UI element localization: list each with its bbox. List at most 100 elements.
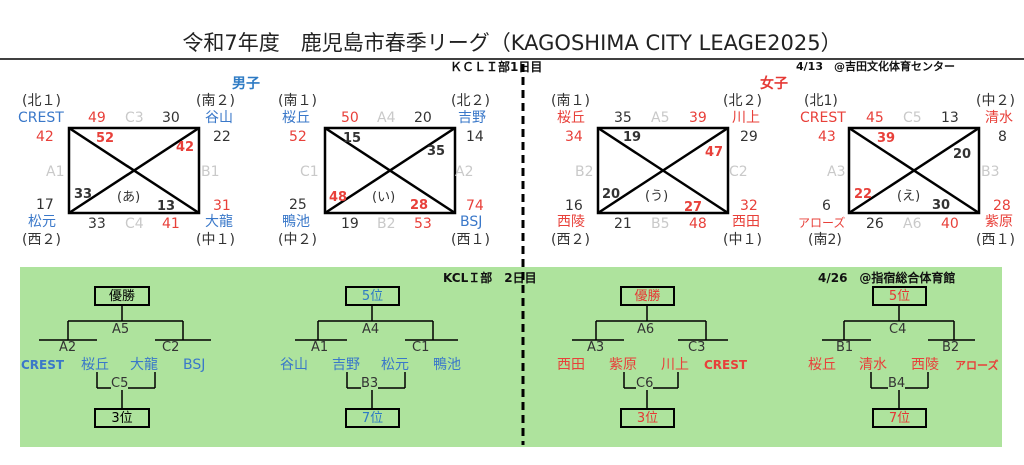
group-a-diag-score: 42 [176,140,195,155]
bracket-4-bottom-box: 7位 [872,408,927,428]
bracket-1-sf-left: A2 [59,340,77,355]
bracket-2-team: 吉野 [332,357,360,373]
group-e-team-bl: アローズ [798,216,846,230]
group-i-team-tl: 桜丘 [282,110,310,126]
group-e-score: 28 [993,198,1011,214]
bracket-1-team: 大龍 [130,357,158,373]
group-e-team-tl: CREST [800,110,846,126]
group-u-score: 48 [689,216,707,232]
group-u-tl-rank: (南１) [551,93,590,109]
group-u-match-right: C2 [729,164,748,180]
bracket-1-final-match: A5 [112,322,130,337]
group-a-match-bottom: C4 [125,216,144,232]
bracket-1-team: BSJ [183,357,206,373]
group-e-match-top: C5 [903,110,922,126]
group-a-team-tr: 谷山 [205,110,233,126]
day1-header: ＫＣＬＩ部1日目 [450,60,543,74]
group-u-score: 39 [689,110,707,126]
group-e-tr-rank: (中２) [976,93,1015,109]
bracket-3-team: 川上 [661,357,689,373]
bracket-3-bottom-box: 3位 [620,408,675,428]
bracket-1-third-match: C5 [111,376,129,391]
group-e-bl-rank: (南2) [808,232,842,248]
group-u-team-tl: 桜丘 [557,110,585,126]
group-e-score: 45 [866,110,884,126]
bracket-1-bottom-box: 3位 [94,408,150,428]
group-a-match-right: B1 [201,164,220,180]
group-a-score: 33 [88,216,106,232]
group-a-score: 41 [162,216,180,232]
group-i-team-tr: 吉野 [458,110,486,126]
group-e-team-tr: 清水 [985,110,1013,126]
group-e-diag-score: 39 [877,131,896,146]
group-a-match-top: C3 [125,110,144,126]
group-e-diag-score: 20 [953,147,972,162]
bracket-4-sf-left: B1 [836,340,854,355]
group-i-score: 52 [289,129,307,145]
group-a-name: (あ) [117,190,141,205]
group-u-team-br: 西田 [732,214,760,230]
group-a-tl-rank: (北１) [22,93,61,109]
group-e-score: 40 [941,216,959,232]
group-i-match-right: A2 [455,164,474,180]
group-a-score: 42 [36,129,54,145]
group-u-match-bottom: B5 [651,216,670,232]
bracket-4-final-match: C4 [889,322,907,337]
group-a-diag-score: 33 [74,187,93,202]
group-u-tr-rank: (北２) [723,93,762,109]
group-u-br-rank: (中１) [723,232,762,248]
bracket-4-team: アローズ [955,359,999,372]
group-i-score: 14 [466,129,484,145]
group-i-match-bottom: B2 [377,216,396,232]
group-u-score: 16 [565,198,583,214]
group-u-score: 34 [565,129,583,145]
group-e-name: (え) [897,189,921,204]
bracket-3-top-box: 優勝 [620,286,675,306]
group-i-score: 50 [341,110,359,126]
group-u-diag-score: 47 [705,145,724,160]
group-a-team-tl: CREST [18,110,64,126]
bracket-4-team: 西陵 [911,357,939,373]
men-label: 男子 [232,76,260,92]
bracket-2-final-match: A4 [362,322,380,337]
bracket-2-sf-left: A1 [311,340,329,355]
day1-date-venue: 4/13 @吉田文化体育センター [796,60,955,73]
bracket-4-sf-right: B2 [942,340,960,355]
group-e-score: 26 [866,216,884,232]
group-a-team-bl: 松元 [28,214,56,230]
group-i-diag-score: 15 [343,131,362,146]
group-u-match-left: B2 [575,164,594,180]
group-a-br-rank: (中１) [196,232,235,248]
bracket-2-top-box: 5位 [345,286,400,306]
group-e-match-left: A3 [827,164,846,180]
group-i-name: (い) [372,190,396,205]
group-u-diag-score: 27 [684,200,703,215]
group-e-score: 13 [941,110,959,126]
group-u-match-top: A5 [651,110,670,126]
group-i-team-br: BSJ [460,214,483,230]
group-a-diag-score: 52 [96,131,115,146]
group-i-score: 53 [414,216,432,232]
page-title: 令和7年度 鹿児島市春季リーグ（KAGOSHIMA CITY LEAGE2025… [182,31,842,55]
bracket-3-third-match: C6 [636,376,654,391]
group-i-diag-score: 28 [410,198,429,213]
group-i-match-left: C1 [300,164,319,180]
bracket-1-sf-right: C2 [162,340,180,355]
group-i-diag-score: 48 [329,190,348,205]
bracket-3-team: CREST [704,358,748,372]
group-e-br-rank: (西１) [976,232,1015,248]
group-i-bl-rank: (中２) [278,232,317,248]
bracket-3-team: 紫原 [609,357,637,373]
bracket-3-sf-right: C3 [688,340,706,355]
group-i-score: 25 [289,197,307,213]
bracket-4-team: 清水 [859,357,887,373]
bracket-1-top-box: 優勝 [94,286,150,306]
group-u-diag-score: 19 [623,130,642,145]
group-a-match-left: A1 [46,164,65,180]
day2-panel [20,267,1002,447]
group-i-tr-rank: (北２) [451,93,490,109]
bracket-2-team: 松元 [381,357,409,373]
group-i-br-rank: (西１) [451,232,490,248]
bracket-3-final-match: A6 [637,322,655,337]
